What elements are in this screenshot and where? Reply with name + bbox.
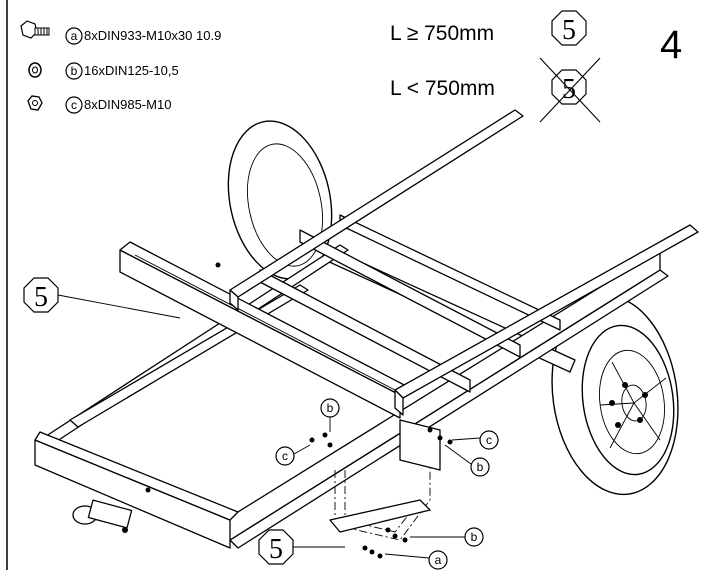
right-top-rail-face (394, 389, 404, 416)
part-a-letter: a (71, 29, 78, 43)
condition-short-text: L < 750mm (390, 77, 495, 100)
cross-member-2 (299, 229, 521, 358)
drawbar-top (34, 431, 239, 521)
hex-bolt-icon (20, 20, 50, 39)
callout-a-bottom: a (384, 550, 448, 570)
part-c-letter: c (71, 98, 77, 112)
part-b-letter: b (71, 64, 78, 78)
parts-legend: a 8xDIN933-M10x30 10.9 b 16xDIN125-10,5 … (20, 20, 221, 114)
part-c-text: 8xDIN985-M10 (84, 97, 171, 112)
part-5-octagon (551, 10, 587, 46)
front-wheel (551, 294, 679, 496)
condition-long-text: L ≥ 750mm (390, 22, 494, 45)
part-a-text: 8xDIN933-M10x30 10.9 (84, 28, 221, 43)
svg-text:b: b (477, 460, 484, 474)
condition-long-part: 5 (562, 15, 576, 46)
tow-coupling (72, 499, 133, 533)
bolt-markers (145, 262, 453, 559)
length-conditions: L ≥ 750mm 5 L < 750mm 5 (390, 10, 601, 123)
part-5-octagon-crossed (551, 69, 587, 105)
washer-icon (28, 62, 42, 78)
svg-text:5: 5 (269, 534, 283, 565)
hex-nut-icon (27, 95, 43, 111)
part-b-row: b 16xDIN125-10,5 (65, 62, 179, 80)
drawbar-beam (34, 439, 231, 549)
svg-text:b: b (471, 530, 478, 544)
part-a-row: a 8xDIN933-M10x30 10.9 (65, 27, 221, 45)
callout-b-bottom: b (410, 527, 484, 547)
long-top-rail-back-face (229, 289, 239, 311)
part-c-row: c 8xDIN985-M10 (65, 96, 171, 114)
callout-b-top: b (320, 398, 340, 432)
part-b-text: 16xDIN125-10,5 (84, 63, 179, 78)
callout-5-bottom: 5 (258, 529, 345, 565)
svg-text:c: c (282, 449, 288, 463)
callout-c-right: c (451, 430, 499, 450)
svg-text:a: a (435, 553, 442, 567)
callout-c-left: c (275, 444, 311, 466)
svg-text:5: 5 (34, 282, 48, 313)
svg-text:b: b (327, 401, 334, 415)
chassis-drawing (34, 109, 699, 559)
svg-text:c: c (486, 433, 492, 447)
callout-b-right: b (444, 444, 490, 477)
cross-out-mark-2 (539, 57, 601, 123)
step-number: 4 (660, 23, 682, 67)
callout-5-left: 5 (23, 277, 181, 319)
